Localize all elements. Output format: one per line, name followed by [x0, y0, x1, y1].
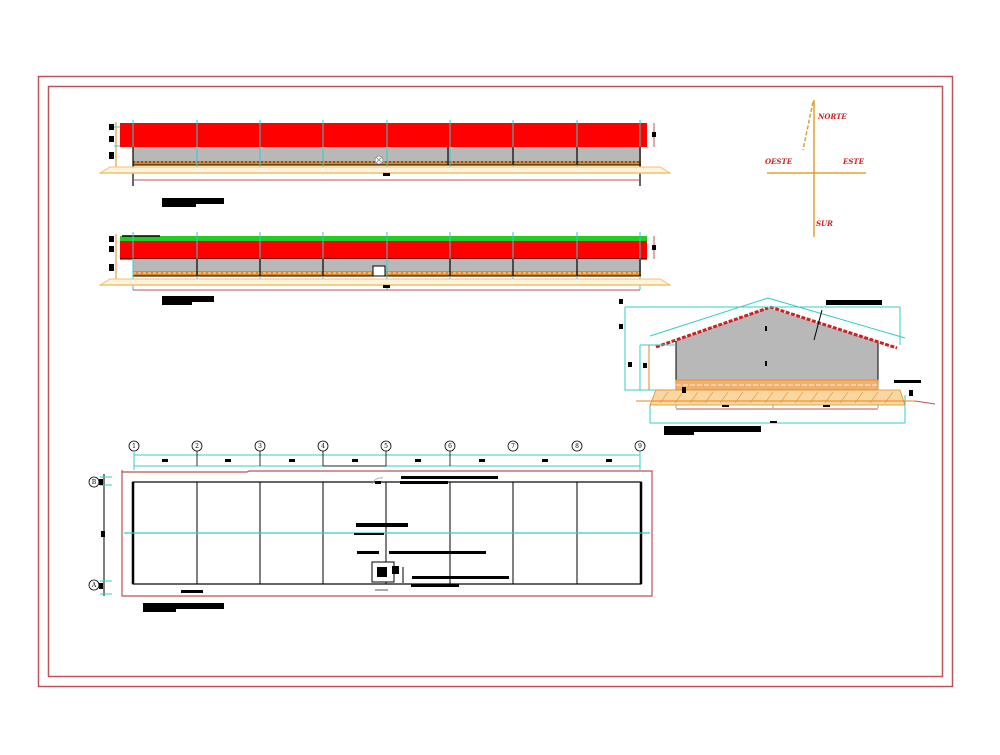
grid-col-9: 9: [638, 443, 642, 450]
grid-col-2: 2: [195, 443, 199, 450]
compass-north-label: NORTE: [817, 112, 847, 121]
cross-section: [617, 289, 936, 435]
grid-col-8: 8: [575, 443, 579, 450]
grid-col-6: 6: [448, 443, 452, 450]
floor-plan: 1 2 3 4 5 6 7 8 9 B A: [88, 440, 653, 612]
rear-elevation: [98, 232, 672, 305]
grid-col-5: 5: [384, 443, 388, 450]
grid-col-4: 4: [321, 443, 325, 450]
grid-row-b: B: [92, 479, 97, 486]
compass-west-label: OESTE: [765, 157, 793, 166]
front-elevation: [98, 120, 672, 207]
compass-east-label: ESTE: [842, 157, 865, 166]
drawing-frame: [37, 75, 954, 688]
grid-col-1: 1: [132, 443, 136, 450]
grid-col-7: 7: [511, 443, 515, 450]
north-compass: NORTE OESTE ESTE SUR: [765, 100, 866, 237]
compass-south-label: SUR: [816, 219, 833, 228]
grid-col-3: 3: [258, 443, 262, 450]
grid-row-a: A: [91, 582, 97, 589]
